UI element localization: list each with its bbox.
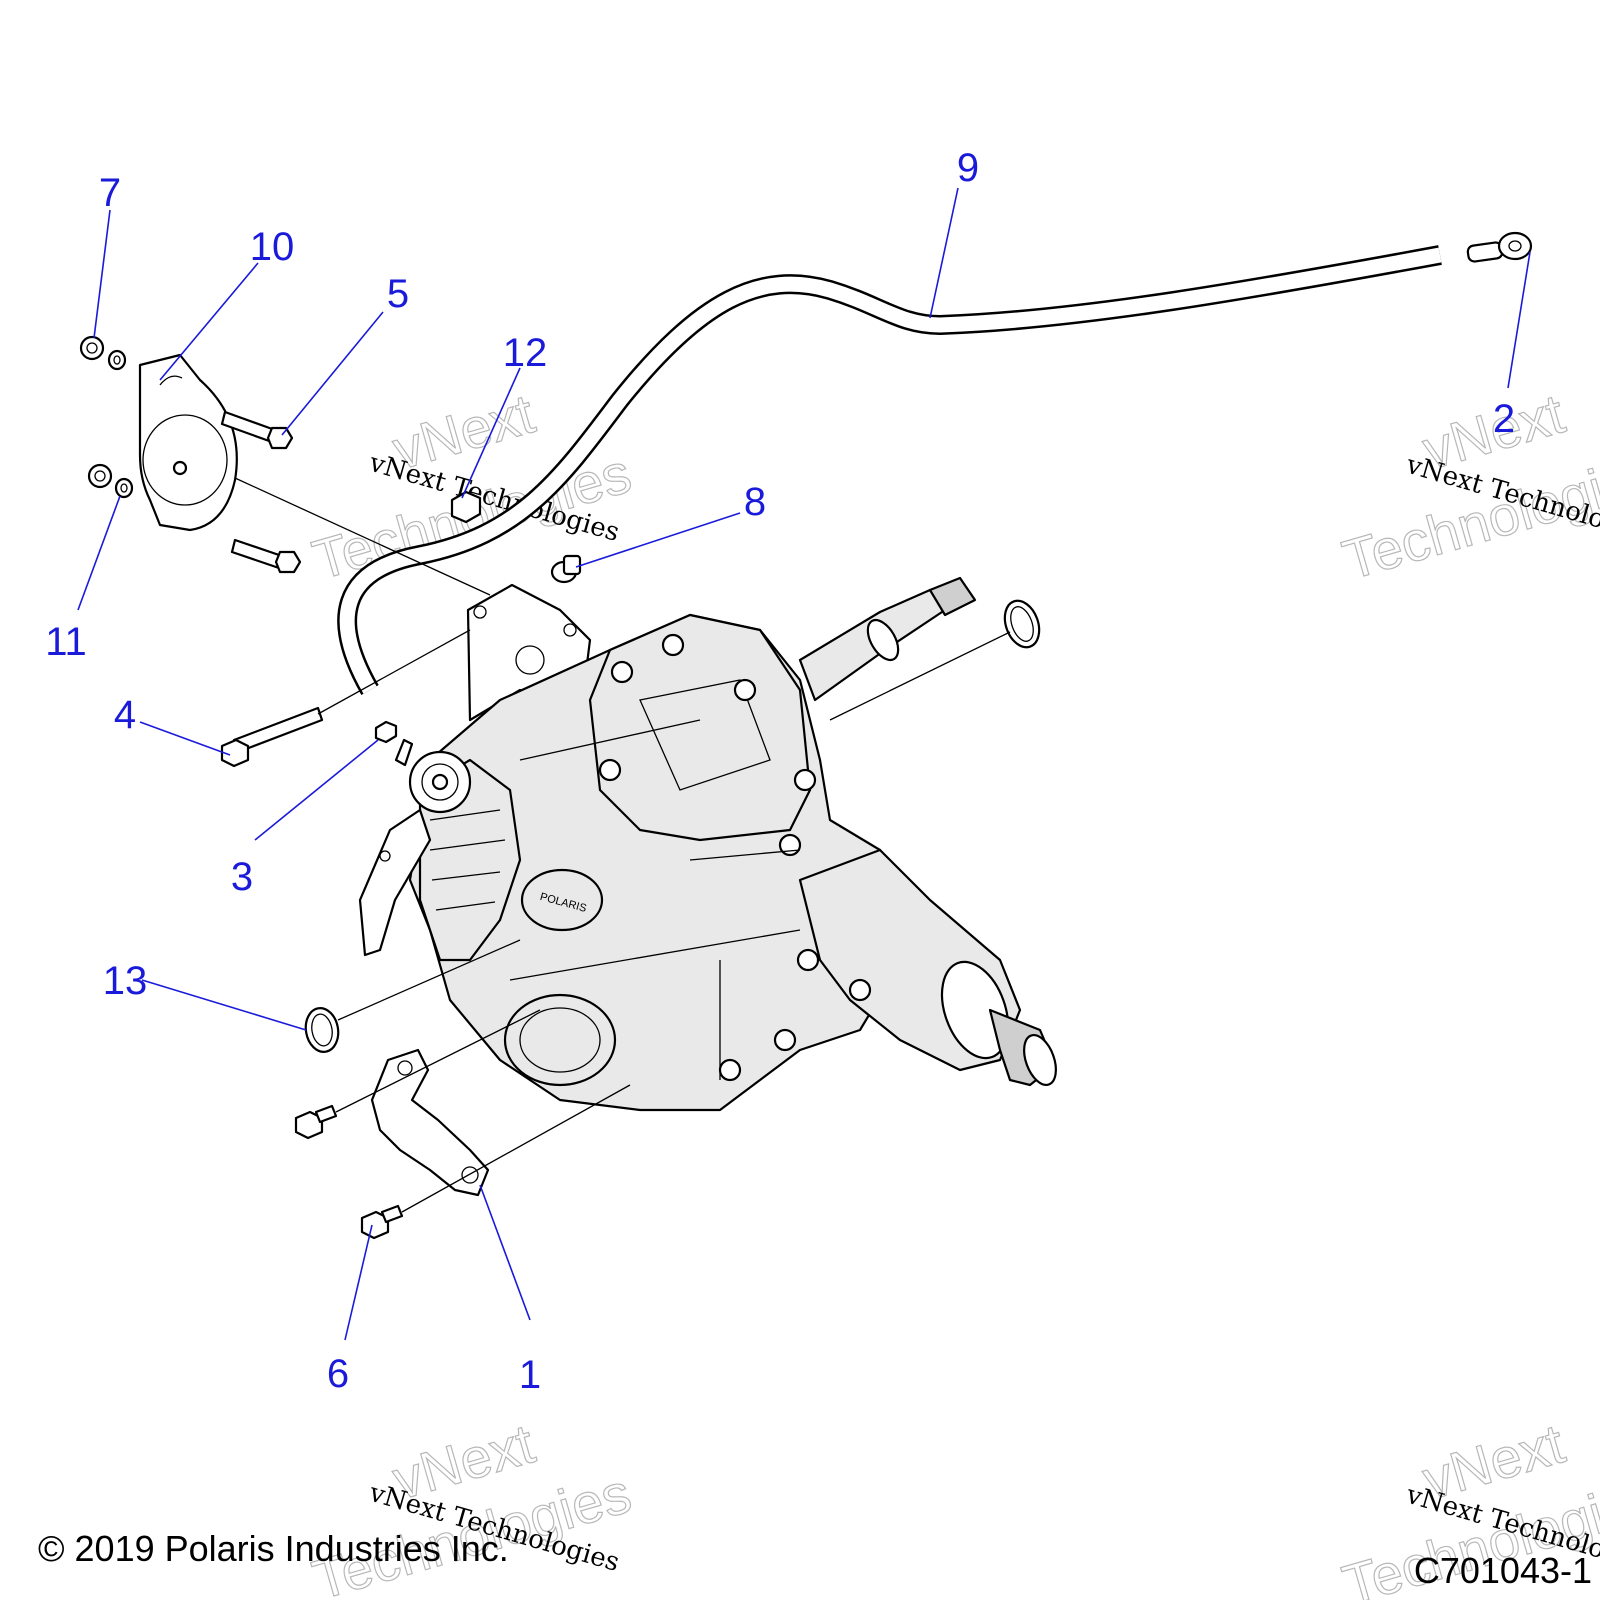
watermark-group-top-left: vNext Technologies vNext Technologies (305, 381, 638, 592)
callout-8: 8 (744, 480, 766, 524)
washer-11 (114, 477, 134, 499)
callout-2: 2 (1493, 397, 1515, 441)
bracket-1 (370, 1048, 490, 1197)
callout-11: 11 (45, 620, 87, 664)
clamp-3 (374, 720, 398, 744)
callout-6: 6 (327, 1352, 349, 1396)
leader-lines (77, 187, 1531, 1341)
watermark-group-top-right: vNext Technologies vNext Technologies (1335, 381, 1600, 592)
callout-10: 10 (250, 225, 295, 269)
callout-9: 9 (957, 146, 979, 190)
leader-7 (93, 209, 111, 339)
figure-code: C701043-1 (1413, 1550, 1592, 1591)
o-ring-13 (304, 1007, 340, 1053)
callout-5: 5 (387, 272, 409, 316)
bolt-cover-lower (230, 538, 302, 574)
leader-10 (159, 262, 259, 381)
bolt-bracket-upper (294, 1104, 338, 1140)
callout-12: 12 (503, 331, 548, 375)
plug-8 (550, 554, 582, 584)
leader-3 (254, 739, 379, 841)
leader-8 (575, 512, 741, 568)
callout-4: 4 (114, 693, 136, 737)
washer-7 (107, 349, 127, 371)
leader-4 (139, 721, 231, 756)
bolt-4 (220, 706, 324, 768)
sensor-cover (138, 353, 238, 532)
watermark-group-bottom-left: vNext Technologies vNext Technologies (305, 1411, 638, 1600)
leader-1 (479, 1184, 531, 1321)
callout-7: 7 (99, 171, 121, 215)
leader-12 (461, 367, 521, 499)
leader-11 (77, 495, 121, 611)
nut-11 (87, 463, 113, 489)
copyright-notice: © 2019 Polaris Industries Inc. (38, 1528, 509, 1569)
hose-clamp-12 (450, 490, 482, 524)
vent-fitting (1466, 231, 1533, 263)
gearcase: POLARIS (358, 576, 1057, 1112)
callout-13: 13 (103, 959, 148, 1003)
bolt-6 (360, 1204, 404, 1240)
nut-7 (79, 335, 105, 361)
o-ring-shaft (1003, 599, 1041, 649)
leader-6 (344, 1224, 373, 1341)
leader-13 (141, 979, 307, 1031)
leader-2 (1507, 251, 1531, 389)
callout-3: 3 (231, 855, 253, 899)
leader-9 (929, 187, 959, 319)
bolt-5 (220, 410, 294, 450)
callout-1: 1 (519, 1353, 541, 1397)
vent-hose (337, 245, 1442, 695)
callout-labels: 1 2 3 4 5 6 7 8 9 10 11 12 13 (45, 146, 1515, 1397)
leader-5 (281, 311, 384, 436)
alignment-lines (234, 477, 1011, 1213)
